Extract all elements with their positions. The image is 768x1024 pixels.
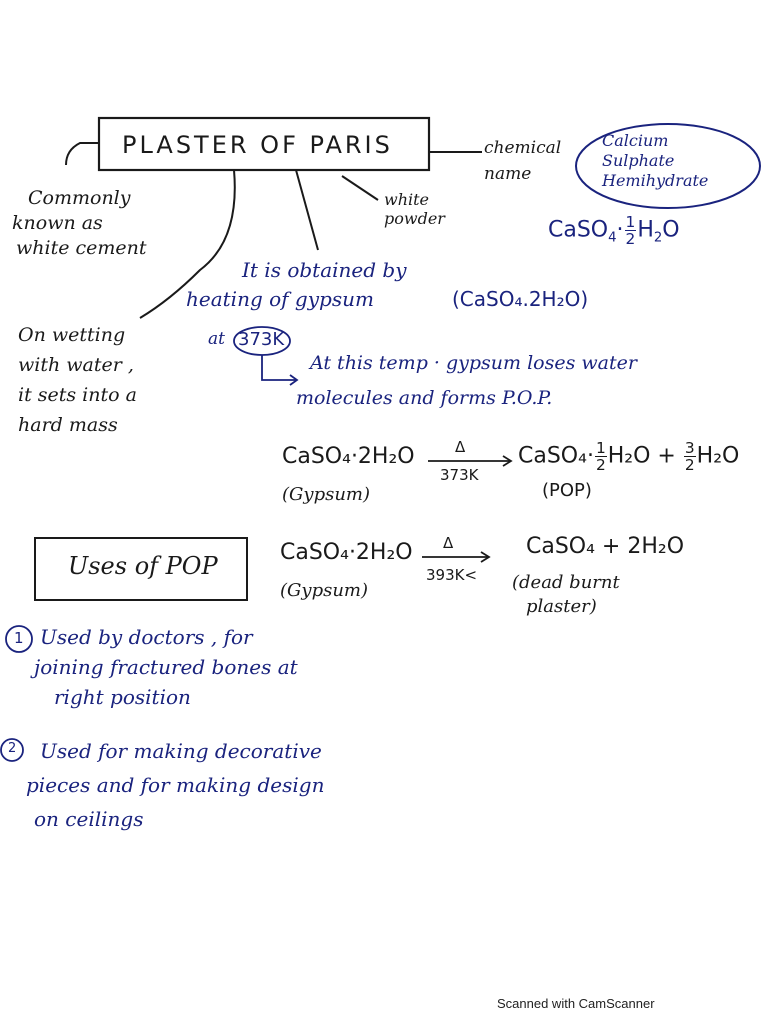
uses-heading-box: [34, 537, 248, 601]
appearance-note: white powder: [384, 190, 445, 228]
reaction-arrow-icon: [480, 551, 491, 563]
use-item-2: Used for making decorative pieces and fo…: [26, 739, 325, 831]
reaction2-temperature: 393K<: [426, 566, 478, 584]
page-title: PLASTER OF PARIS: [122, 131, 393, 159]
reaction2-heat-symbol: Δ: [443, 534, 454, 552]
number-circle-2: [0, 738, 24, 762]
gypsum-formula: (CaSO₄.2H₂O): [452, 287, 589, 311]
reaction2-reactant: CaSO₄·2H₂O: [280, 540, 413, 565]
reaction1-reactant-name: (Gypsum): [282, 484, 371, 505]
preparation-note-line1: At this temp · gypsum loses water: [310, 352, 637, 374]
reaction-arrow-icon: [502, 455, 513, 467]
connector-common-name: [65, 142, 99, 166]
reaction2-reactant-name: (Gypsum): [280, 580, 369, 601]
chemical-name: Calcium Sulphate Hemihydrate: [602, 131, 709, 190]
reaction1-product-name: (POP): [542, 480, 592, 501]
scanner-watermark: Scanned with CamScanner: [497, 996, 655, 1011]
reaction2-product-name: (dead burnt plaster): [512, 572, 620, 617]
chemical-name-ellipse: [575, 123, 761, 209]
setting-note: On wetting with water , it sets into a h…: [18, 324, 137, 436]
use-item-1: Used by doctors , for joining fractured …: [34, 625, 298, 709]
number-circle-1: [5, 625, 33, 653]
arrow-icon: [289, 374, 299, 386]
reaction1-temperature: 373K: [440, 466, 479, 484]
connector-appearance: [341, 175, 379, 201]
connector-setting: [139, 169, 236, 319]
reaction2-products: CaSO₄ + 2H₂O: [526, 534, 685, 559]
uses-heading: Uses of POP: [68, 552, 218, 580]
reaction1-heat-symbol: Δ: [455, 438, 466, 456]
use-number-2: 2: [8, 741, 17, 756]
preparation-line2: heating of gypsum: [186, 287, 374, 311]
use-number-1: 1: [14, 629, 24, 647]
preparation-note-line2: molecules and forms P.O.P.: [296, 387, 553, 409]
reaction1-reactant: CaSO₄·2H₂O: [282, 444, 415, 469]
connector-preparation: [295, 169, 319, 251]
chemical-name-label: chemical name: [484, 138, 562, 184]
common-name-note: Commonly known as white cement: [12, 187, 147, 259]
temperature-value: 373K: [238, 329, 285, 350]
preparation-line1: It is obtained by: [242, 258, 407, 282]
at-label: at: [208, 329, 225, 349]
